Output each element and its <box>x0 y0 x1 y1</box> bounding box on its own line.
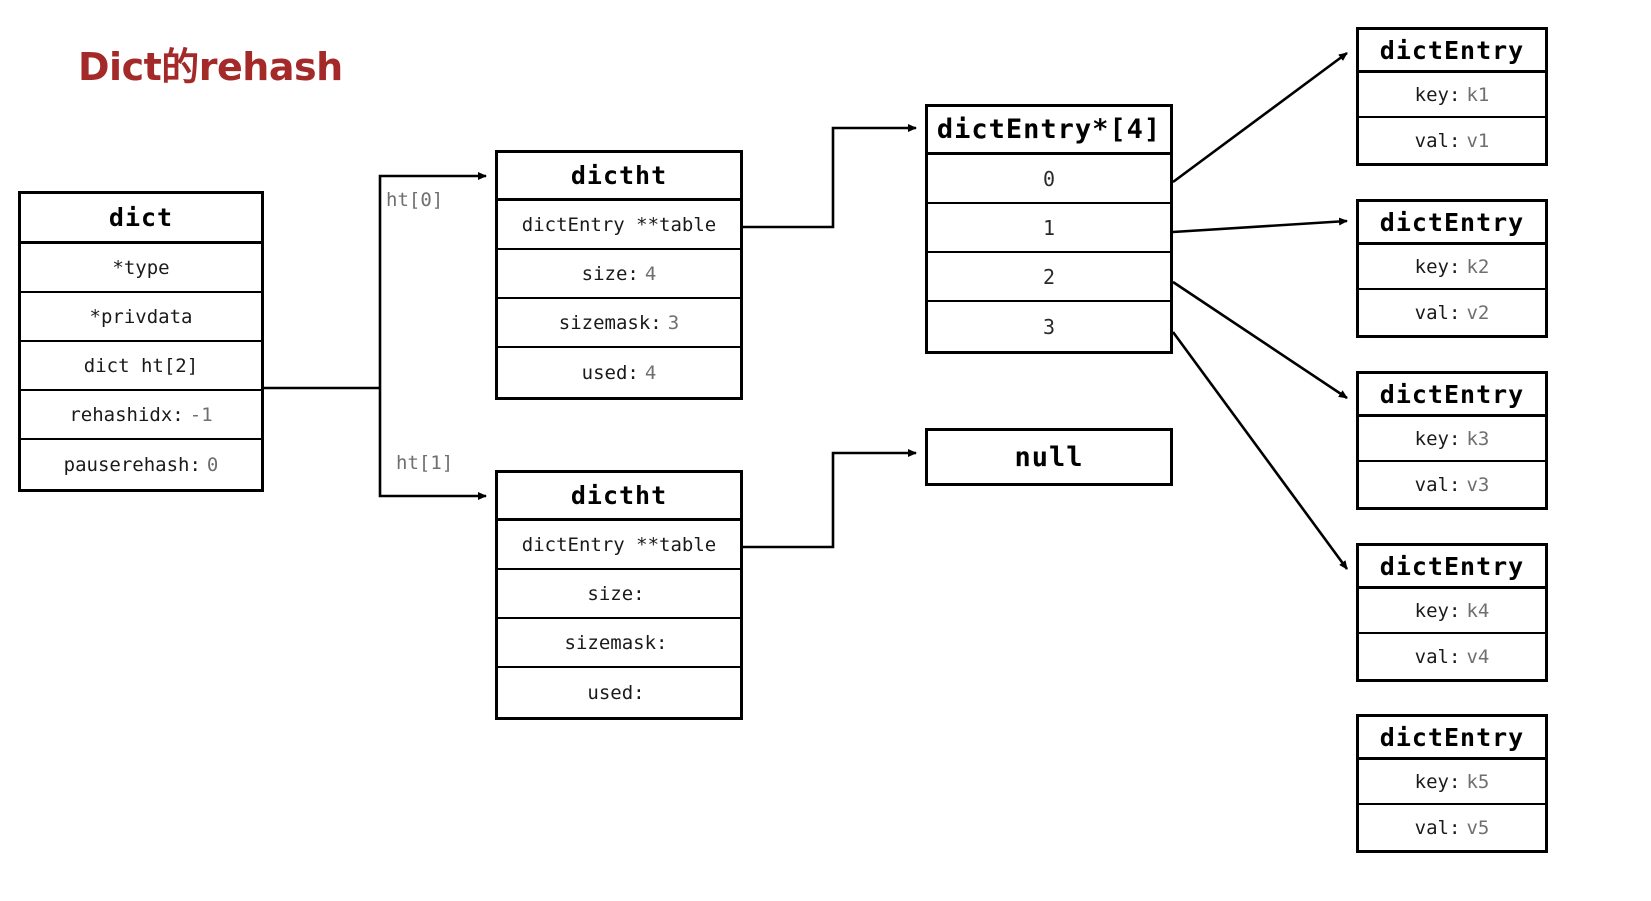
page-title: Dict的rehash <box>78 45 343 89</box>
array-slot-0: 0 <box>928 155 1170 204</box>
dictentry-4-val: val: v4 <box>1359 634 1545 679</box>
dictht0-field-sizemask-label: sizemask: <box>558 311 662 334</box>
connector-slot2-to-entry3 <box>1172 280 1348 400</box>
dictentry-1-header: dictEntry <box>1359 30 1545 73</box>
dictentry-4-val-value: v4 <box>1466 645 1490 668</box>
dictht1-header: dictht <box>498 473 740 521</box>
dictentry-5-header: dictEntry <box>1359 717 1545 760</box>
dictentry-3-val: val: v3 <box>1359 462 1545 507</box>
dictht0-field-table-label: dictEntry **table <box>521 213 717 236</box>
null-label: null <box>1014 441 1084 473</box>
dictentry-2-header: dictEntry <box>1359 202 1545 245</box>
dictentry-3-val-label: val: <box>1414 473 1461 496</box>
dictentry-3-key: key: k3 <box>1359 417 1545 462</box>
dictht1-field-used: used: <box>498 668 740 717</box>
dictht0-field-size-value: 4 <box>644 262 657 285</box>
dictentry-1-key-label: key: <box>1414 83 1461 106</box>
dict-field-privdata: *privdata <box>21 293 261 342</box>
dictentry-4-key-value: k4 <box>1466 599 1490 622</box>
dictht1-field-used-label: used: <box>587 681 645 704</box>
dictentry-4-key-label: key: <box>1414 599 1461 622</box>
dictht1-field-sizemask-label: sizemask: <box>564 631 668 654</box>
connector-slot3-to-entry4 <box>1171 331 1349 570</box>
dictentry-2-key: key: k2 <box>1359 245 1545 290</box>
dictentry-3-val-value: v3 <box>1466 473 1490 496</box>
connector-slot1-to-entry2 <box>1172 217 1348 234</box>
dictentry-2-key-label: key: <box>1414 255 1461 278</box>
dictentry-3-key-label: key: <box>1414 427 1461 450</box>
dictht0-struct-box: dictht dictEntry **table size: 4 sizemas… <box>495 150 743 400</box>
dict-field-rehashidx-label: rehashidx: <box>69 403 184 426</box>
dictht1-field-sizemask: sizemask: <box>498 619 740 668</box>
dictht0-field-table: dictEntry **table <box>498 201 740 250</box>
dictht1-field-size-label: size: <box>587 582 645 605</box>
connector-ht0-table-to-array <box>743 124 917 229</box>
dictht0-field-sizemask: sizemask: 3 <box>498 299 740 348</box>
dictentry-5-key: key: k5 <box>1359 760 1545 805</box>
dictht0-field-used-value: 4 <box>644 361 657 384</box>
dictentry-1-key-value: k1 <box>1466 83 1490 106</box>
dictht1-field-size: size: <box>498 570 740 619</box>
connector-ht1-table-to-null <box>743 449 917 549</box>
dictht0-header: dictht <box>498 153 740 201</box>
dictentry-2-val: val: v2 <box>1359 290 1545 335</box>
dictentry-5-key-value: k5 <box>1466 770 1490 793</box>
dictentry-box-4: dictEntry key: k4 val: v4 <box>1356 543 1548 682</box>
dictentry-array-header: dictEntry*[4] <box>928 107 1170 155</box>
dictentry-4-val-label: val: <box>1414 645 1461 668</box>
null-box: null <box>925 428 1173 486</box>
dictentry-2-val-value: v2 <box>1466 301 1490 324</box>
dict-field-rehashidx-value: -1 <box>189 403 213 426</box>
dictht0-field-size: size: 4 <box>498 250 740 299</box>
dictentry-5-val-value: v5 <box>1466 816 1490 839</box>
dictentry-1-val-value: v1 <box>1466 129 1490 152</box>
connector-slot0-to-entry1 <box>1172 51 1348 184</box>
array-slot-3: 3 <box>1042 314 1056 339</box>
dict-field-pauserehash-label: pauserehash: <box>63 453 201 476</box>
dictentry-5-val: val: v5 <box>1359 805 1545 850</box>
edge-label-ht1: ht[1] <box>396 452 454 474</box>
dictentry-2-val-label: val: <box>1414 301 1461 324</box>
dict-header: dict <box>21 194 261 244</box>
dictentry-2-key-value: k2 <box>1466 255 1490 278</box>
dictentry-array-box: dictEntry*[4] 0 1 2 3 <box>925 104 1173 354</box>
dictentry-1-val: val: v1 <box>1359 118 1545 163</box>
dictht0-field-size-label: size: <box>581 262 639 285</box>
dictht0-field-sizemask-value: 3 <box>667 311 680 334</box>
dict-field-pauserehash-value: 0 <box>206 453 219 476</box>
dictentry-5-val-label: val: <box>1414 816 1461 839</box>
array-slot-1: 1 <box>928 204 1170 253</box>
dict-field-rehashidx: rehashidx: -1 <box>21 391 261 440</box>
array-slot-2: 2 <box>928 253 1170 302</box>
dictentry-5-key-label: key: <box>1414 770 1461 793</box>
dictentry-box-2: dictEntry key: k2 val: v2 <box>1356 199 1548 338</box>
dictentry-1-val-label: val: <box>1414 129 1461 152</box>
edge-label-ht0: ht[0] <box>386 189 444 211</box>
dict-field-type: *type <box>21 244 261 293</box>
dict-field-ht: dict ht[2] <box>21 342 261 391</box>
dictht1-field-table: dictEntry **table <box>498 521 740 570</box>
dictht0-field-used-label: used: <box>581 361 639 384</box>
dict-field-type-label: *type <box>112 256 170 279</box>
dictentry-3-key-value: k3 <box>1466 427 1490 450</box>
dict-field-privdata-label: *privdata <box>89 305 193 328</box>
dictentry-4-header: dictEntry <box>1359 546 1545 589</box>
dictentry-box-1: dictEntry key: k1 val: v1 <box>1356 27 1548 166</box>
dictentry-box-5: dictEntry key: k5 val: v5 <box>1356 714 1548 853</box>
dictentry-3-header: dictEntry <box>1359 374 1545 417</box>
dictht1-struct-box: dictht dictEntry **table size: sizemask:… <box>495 470 743 720</box>
dict-struct-box: dict *type *privdata dict ht[2] rehashid… <box>18 191 264 492</box>
dictht1-field-table-label: dictEntry **table <box>521 533 717 556</box>
dictentry-1-key: key: k1 <box>1359 73 1545 118</box>
dictentry-box-3: dictEntry key: k3 val: v3 <box>1356 371 1548 510</box>
dictentry-4-key: key: k4 <box>1359 589 1545 634</box>
dict-field-pauserehash: pauserehash: 0 <box>21 440 261 489</box>
dict-field-ht-label: dict ht[2] <box>83 354 199 377</box>
dictentry-array-header-text: dictEntry*[4] <box>936 114 1162 145</box>
dictht0-field-used: used: 4 <box>498 348 740 397</box>
connector-dict-to-ht <box>264 172 487 500</box>
